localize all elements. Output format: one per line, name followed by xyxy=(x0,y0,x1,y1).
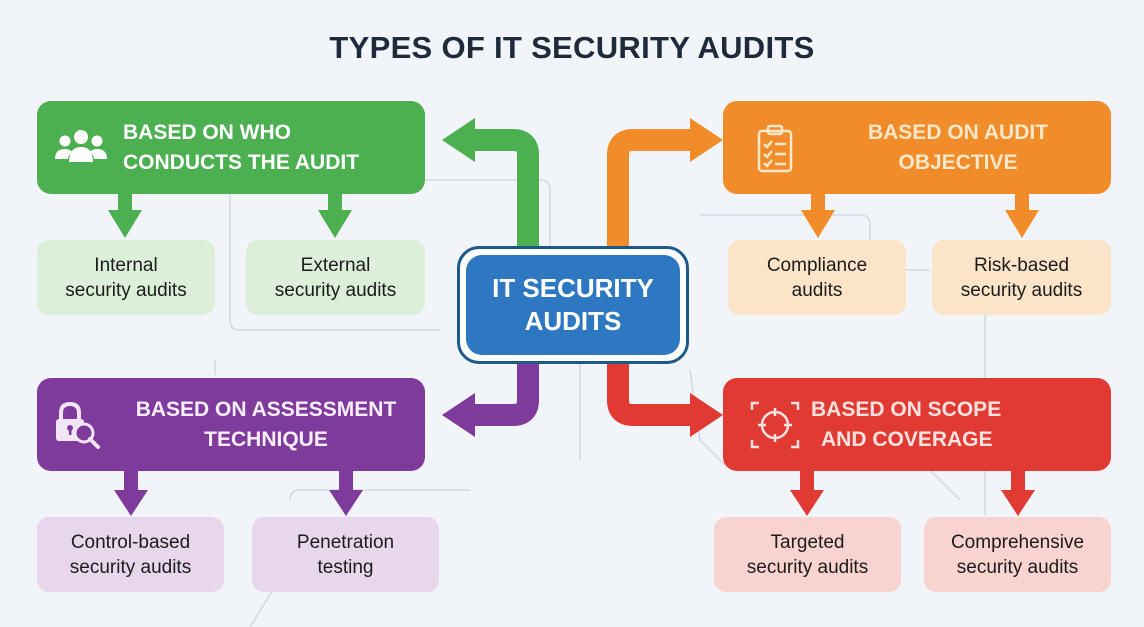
category-title-line2: TECHNIQUE xyxy=(204,427,328,451)
category-title-line1: BASED ON SCOPE xyxy=(811,397,1002,421)
people-group-icon xyxy=(51,123,111,173)
category-title-line1: BASED ON ASSESSMENT xyxy=(135,397,397,421)
leaf-line2: security audits xyxy=(956,556,1079,578)
central-node-line1: IT SECURITY xyxy=(492,273,654,303)
category-assessment-technique: BASED ON ASSESSMENT TECHNIQUE xyxy=(37,378,425,471)
leaf-risk-based-audits: Risk-based security audits xyxy=(932,240,1111,315)
lock-magnifier-icon xyxy=(47,400,107,450)
category-title-line1: BASED ON WHO xyxy=(123,120,291,144)
target-crosshair-icon xyxy=(745,400,805,450)
leaf-control-based-audits: Control-based security audits xyxy=(37,517,224,592)
central-node-line2: AUDITS xyxy=(524,306,622,336)
central-node: IT SECURITY AUDITS xyxy=(457,246,689,364)
leaf-line2: security audits xyxy=(960,279,1083,301)
diagram-title: TYPES OF IT SECURITY AUDITS xyxy=(329,30,815,65)
leaf-line1: Risk-based xyxy=(973,254,1070,276)
leaf-internal-audits: Internal security audits xyxy=(37,240,215,315)
leaf-compliance-audits: Compliance audits xyxy=(728,240,906,315)
leaf-line2: security audits xyxy=(274,279,397,301)
leaf-line1: Control-based xyxy=(70,531,191,553)
category-who-conducts: BASED ON WHO CONDUCTS THE AUDIT xyxy=(37,101,425,194)
leaf-line2: security audits xyxy=(69,556,192,578)
leaf-line2: security audits xyxy=(65,279,187,301)
leaf-line1: Targeted xyxy=(770,531,845,553)
leaf-line2: audits xyxy=(791,279,843,301)
leaf-line1: Comprehensive xyxy=(950,531,1085,553)
leaf-line2: security audits xyxy=(746,556,869,578)
category-audit-objective: BASED ON AUDIT OBJECTIVE xyxy=(723,101,1111,194)
leaf-comprehensive-audits: Comprehensive security audits xyxy=(924,517,1111,592)
category-title-line2: CONDUCTS THE AUDIT xyxy=(123,150,360,174)
leaf-penetration-testing: Penetration testing xyxy=(252,517,439,592)
category-title-line2: AND COVERAGE xyxy=(821,427,993,451)
category-title-line2: OBJECTIVE xyxy=(898,150,1018,174)
leaf-line2: testing xyxy=(317,556,374,578)
category-scope-coverage: BASED ON SCOPE AND COVERAGE xyxy=(723,378,1111,471)
leaf-external-audits: External security audits xyxy=(246,240,425,315)
leaf-line1: Compliance xyxy=(766,254,868,276)
leaf-line1: Internal xyxy=(94,254,158,276)
clipboard-checklist-icon xyxy=(745,123,805,173)
leaf-line1: External xyxy=(300,254,371,276)
category-title-line1: BASED ON AUDIT xyxy=(867,120,1049,144)
leaf-line1: Penetration xyxy=(296,531,395,553)
leaf-targeted-audits: Targeted security audits xyxy=(714,517,901,592)
